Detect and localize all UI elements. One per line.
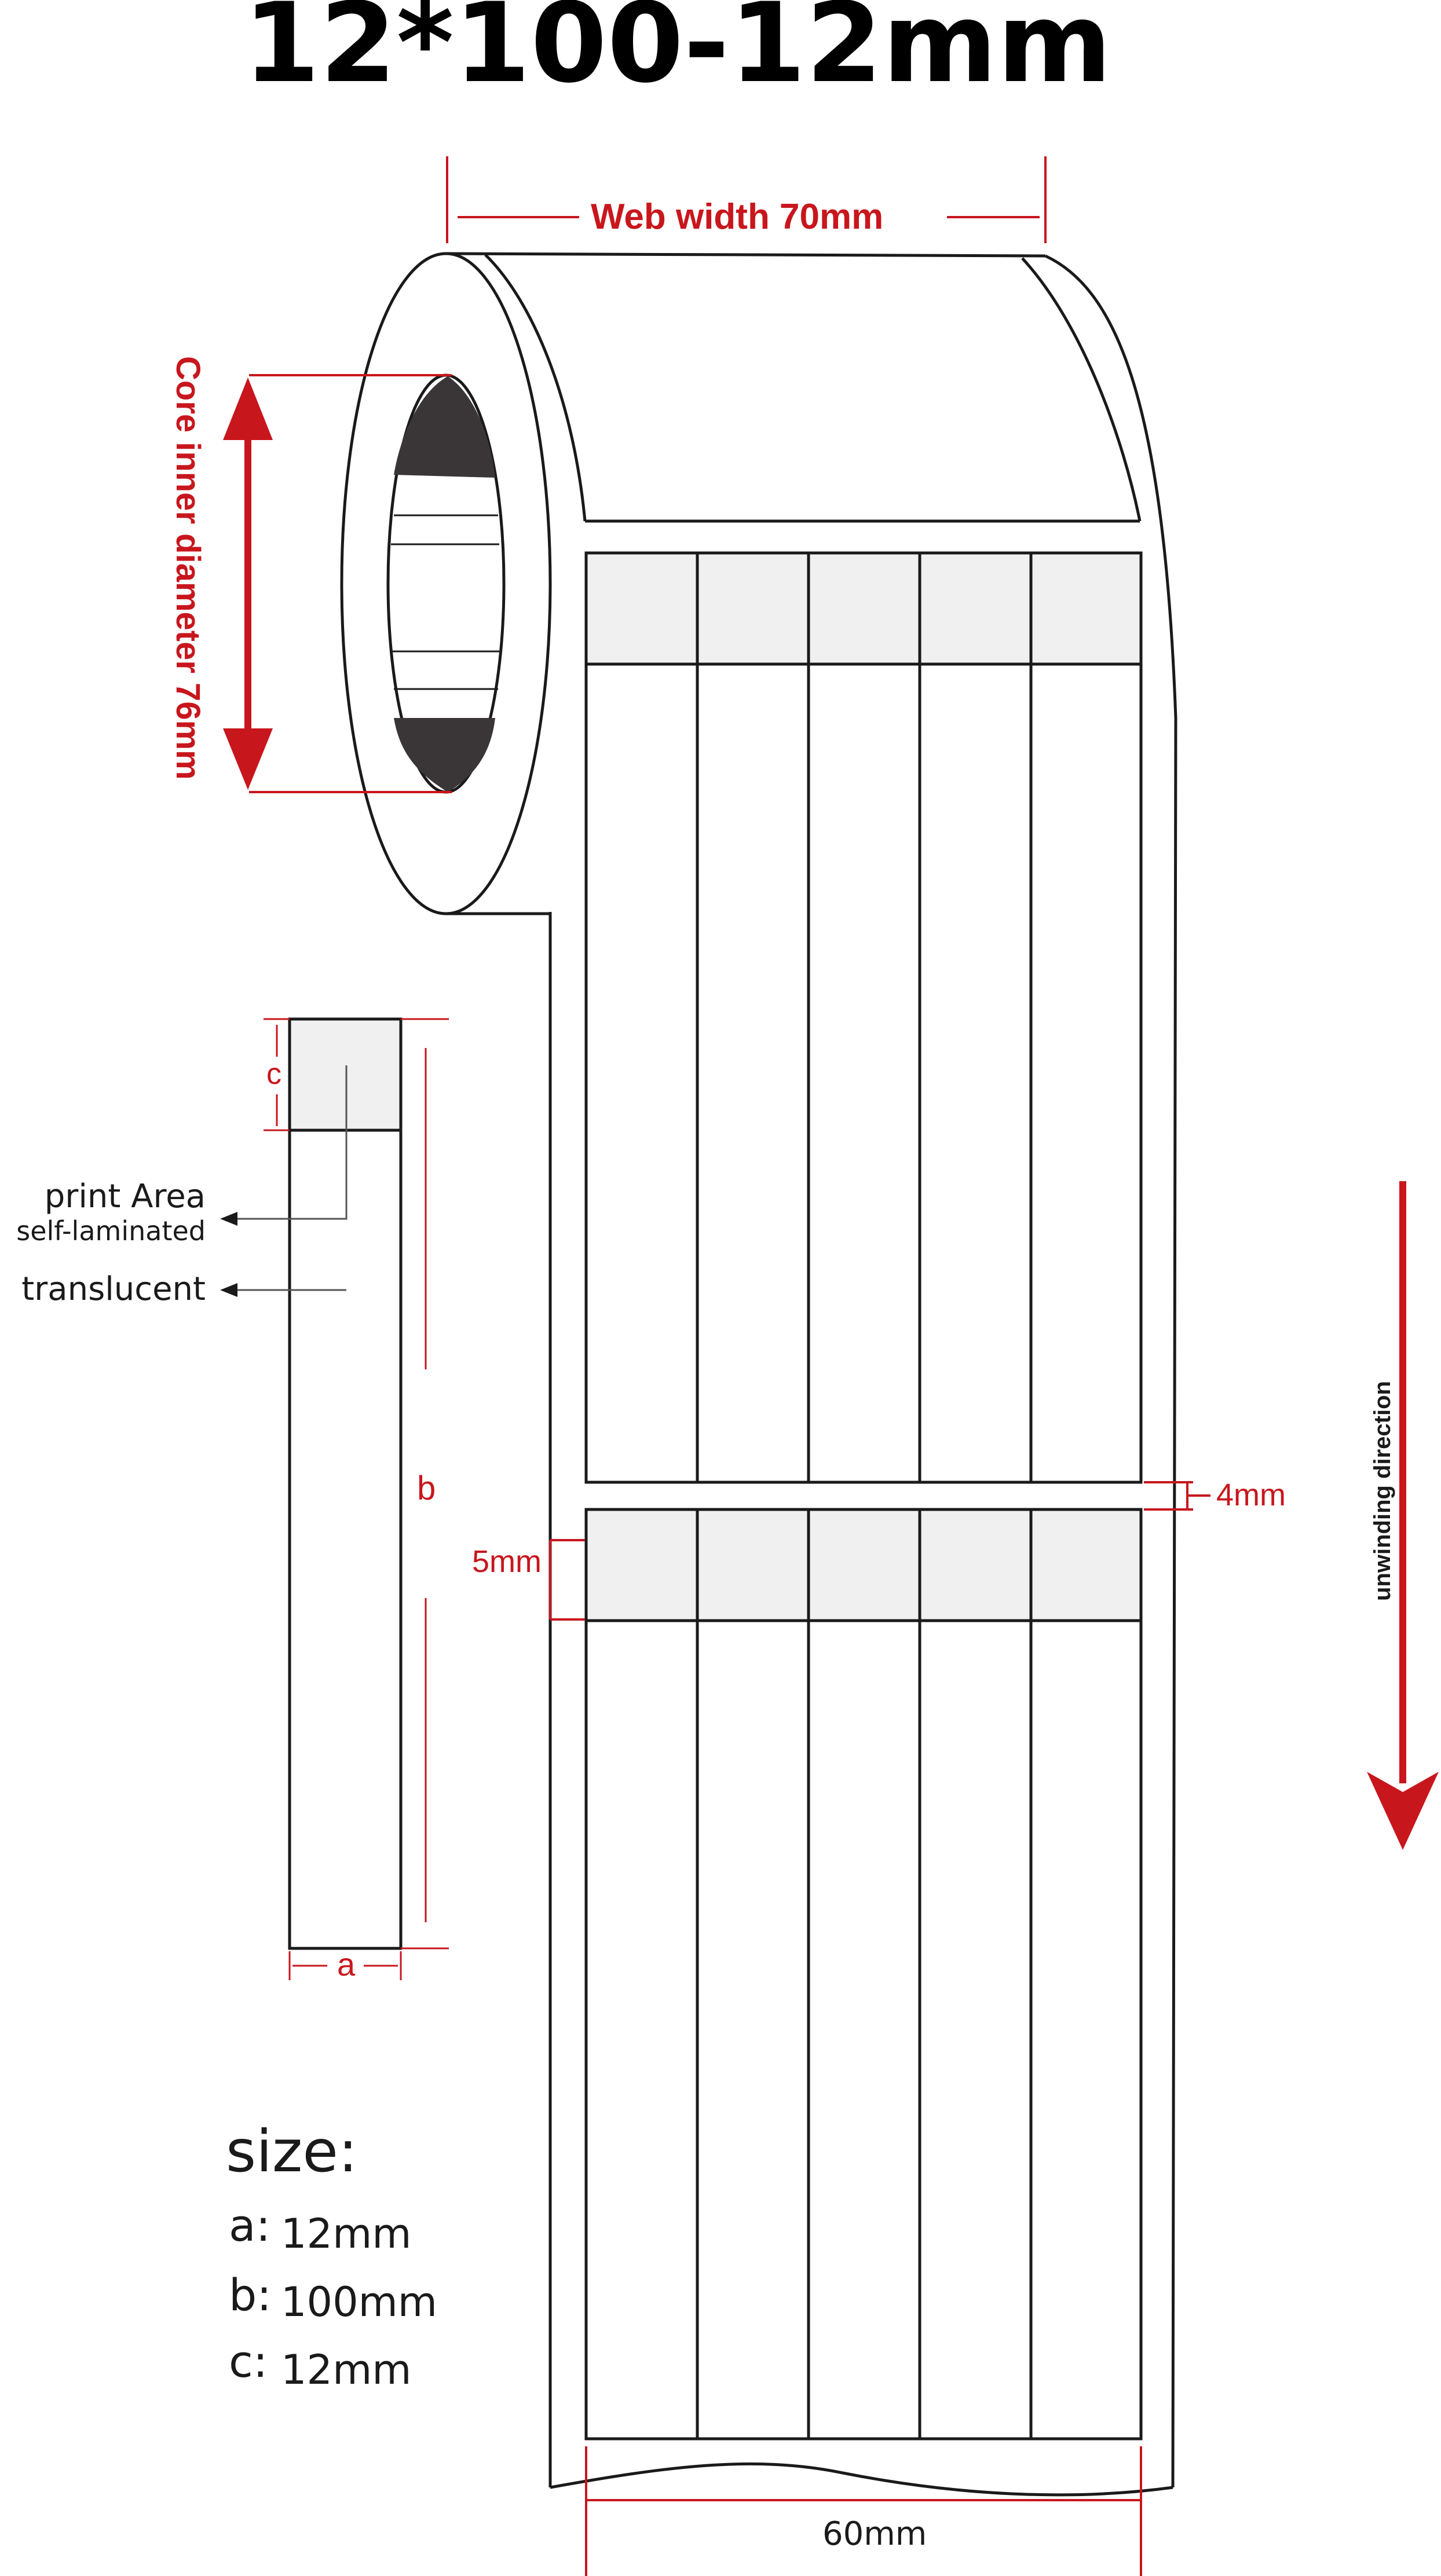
print-height-dimension xyxy=(549,1539,585,1621)
single-label-detail xyxy=(220,1017,449,1980)
size-heading: size: xyxy=(226,2117,358,2185)
size-legend: size: a: 12mm b: 100mm c: 12mm xyxy=(226,2117,437,2394)
dimension-a-label: a xyxy=(337,1946,356,1983)
print-area-label: print Area xyxy=(45,1178,206,1215)
dimension-c-label: c xyxy=(266,1057,281,1091)
web-width-label: Web width 70mm xyxy=(591,197,883,237)
core-diameter-label: Core inner diameter 76mm xyxy=(169,356,207,780)
unwinding-arrow xyxy=(1367,1181,1439,1850)
print-height-label: 5mm xyxy=(472,1544,542,1579)
label-width-bg xyxy=(799,2510,921,2551)
translucent-label: translucent xyxy=(21,1270,206,1308)
label-width-text: 60mm xyxy=(822,2515,927,2553)
core-diameter-dimension xyxy=(223,374,452,793)
label-block-top xyxy=(584,551,1143,1484)
unwinding-label: unwinding direction xyxy=(1370,1381,1395,1601)
page-title: 12*100-12mm xyxy=(243,0,1112,107)
size-c-value: 12mm xyxy=(281,2346,411,2394)
self-laminated-label: self-laminated xyxy=(16,1215,206,1247)
label-width-dimension xyxy=(585,2446,1142,2576)
gap-label: 4mm xyxy=(1216,1478,1286,1512)
size-b-key: b: xyxy=(229,2269,272,2321)
size-a-key: a: xyxy=(229,2200,270,2251)
web-width-dimension xyxy=(446,156,1047,243)
label-block-bottom xyxy=(584,1508,1143,2441)
size-b-value: 100mm xyxy=(281,2278,437,2326)
dimension-b-label: b xyxy=(417,1470,436,1507)
size-a-value: 12mm xyxy=(281,2210,411,2258)
core-hole-shading xyxy=(391,376,499,792)
gap-dimension xyxy=(1144,1481,1210,1511)
size-c-key: c: xyxy=(229,2336,268,2387)
